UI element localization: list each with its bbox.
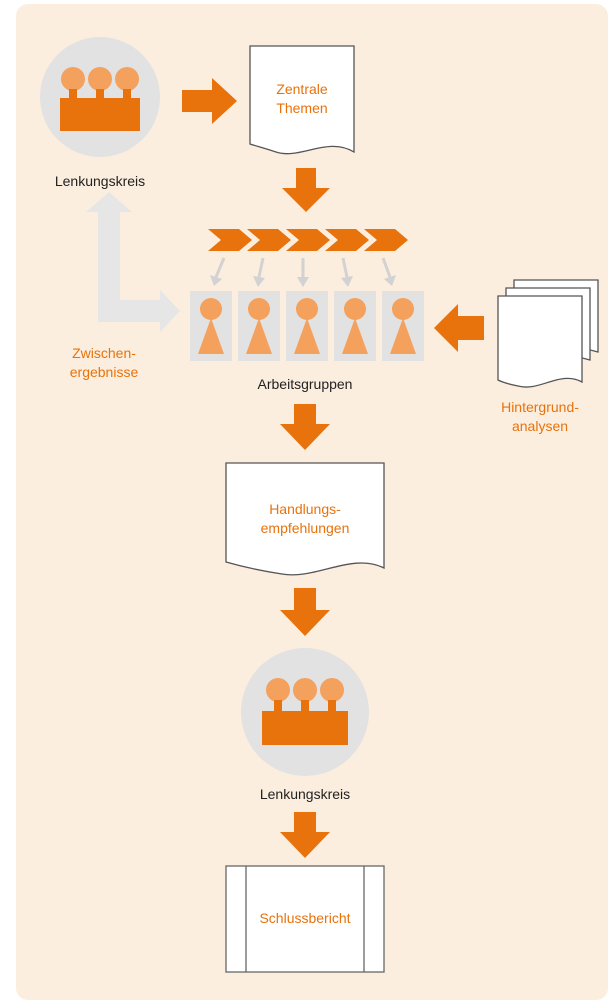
arrow-down-to-lenkungskreis	[280, 588, 330, 636]
handlungsempfehlungen-label: Handlungs- empfehlungen	[260, 501, 350, 536]
hintergrundanalysen-label: Hintergrund- analysen	[501, 399, 579, 434]
lenkungskreis-top-label: Lenkungskreis	[54, 173, 146, 189]
process-chevrons	[208, 229, 408, 251]
arrow-left-from-analysen	[434, 304, 484, 352]
zwischenergebnisse-label: Zwischen- ergebnisse	[69, 345, 139, 380]
chevron-right-icon	[208, 229, 252, 251]
person-icon	[296, 298, 318, 320]
document-icon	[225, 462, 385, 576]
work-groups	[190, 291, 424, 361]
steering-committee-top-icon	[40, 37, 160, 157]
chevron-right-icon	[247, 229, 291, 251]
arrow-down-to-workgroups	[282, 168, 330, 212]
chevron-right-icon	[325, 229, 369, 251]
person-icon	[392, 298, 414, 320]
person-icon	[248, 298, 270, 320]
work-group-3	[286, 291, 328, 361]
work-group-4	[334, 291, 376, 361]
report-book-icon	[225, 865, 385, 973]
lenkungskreis-bottom-label: Lenkungskreis	[259, 786, 351, 802]
person-icon	[200, 298, 222, 320]
chevron-right-icon	[364, 229, 408, 251]
steering-committee-bottom-icon	[241, 648, 369, 776]
feedback-arrow	[86, 192, 180, 332]
work-group-1	[190, 291, 232, 361]
arrow-down-to-schlussbericht	[280, 812, 330, 858]
person-icon	[344, 298, 366, 320]
document-stack-icon	[497, 279, 599, 388]
chevron-right-icon	[286, 229, 330, 251]
arrow-down-to-empfehlungen	[280, 404, 330, 450]
arrow-right-to-themen	[182, 78, 237, 124]
distribution-arrows	[210, 257, 396, 287]
document-icon	[249, 45, 355, 155]
schlussbericht-label: Schlussbericht	[259, 910, 351, 926]
zentrale-themen-label: Zentrale Themen	[276, 81, 328, 116]
arbeitsgruppen-label: Arbeitsgruppen	[257, 376, 353, 392]
work-group-2	[238, 291, 280, 361]
work-group-5	[382, 291, 424, 361]
